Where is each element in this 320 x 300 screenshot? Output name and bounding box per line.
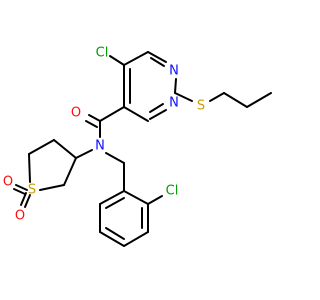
bond [39, 184, 65, 191]
bond [20, 192, 27, 206]
bond [24, 194, 31, 208]
atom-label-sulfur: S [28, 183, 36, 198]
atom-label-nitrogen: N [95, 139, 105, 154]
bond [53, 139, 77, 159]
bond [28, 153, 31, 183]
bond [109, 55, 125, 66]
bond [123, 106, 149, 122]
bond [75, 149, 93, 159]
atom-label-oxygen: O [15, 209, 25, 224]
atom-label-chlorine: Cl [166, 184, 179, 199]
atom-label-nitrogen: N [169, 64, 179, 79]
atom-label-chlorine: Cl [96, 46, 109, 61]
molecule-structure: Cl N N S O N S O O Cl [3, 46, 272, 247]
atom-labels: Cl N N S O N S O O Cl [3, 46, 205, 224]
bond [149, 103, 164, 113]
bond [123, 51, 149, 66]
bond [105, 227, 125, 240]
atom-label-nitrogen: N [169, 96, 179, 111]
bond [28, 139, 55, 155]
atom-label-oxygen: O [71, 106, 81, 121]
bond [105, 197, 125, 209]
bond [123, 231, 149, 247]
atom-label-oxygen: O [3, 175, 13, 190]
bond [123, 190, 149, 205]
bonds [13, 51, 272, 247]
bond [88, 114, 101, 122]
bond [99, 231, 125, 247]
bond [246, 92, 272, 108]
bond [13, 188, 26, 195]
bond [99, 190, 125, 205]
bond [209, 92, 225, 102]
bond [105, 152, 125, 164]
bond [174, 78, 177, 94]
bond [150, 57, 165, 67]
bond [223, 92, 248, 108]
bond [63, 157, 77, 186]
bond [149, 109, 167, 120]
bond [147, 51, 167, 63]
atom-label-sulfur: S [197, 99, 205, 114]
bond [15, 184, 28, 191]
bond [99, 106, 125, 122]
bond [174, 92, 193, 102]
bond [147, 195, 163, 205]
bond [85, 120, 98, 128]
